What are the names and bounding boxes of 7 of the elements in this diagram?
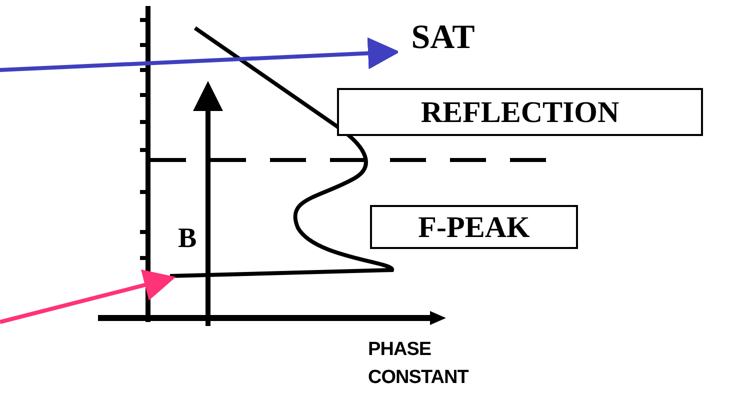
curve-drawing xyxy=(170,26,394,278)
label-box: F-PEAK xyxy=(370,205,578,249)
arrow xyxy=(0,37,400,72)
arrow xyxy=(0,269,176,324)
axis-label: PHASE CONSTANT xyxy=(368,338,470,390)
label-box: REFLECTION xyxy=(337,88,703,136)
axis-label: B xyxy=(178,222,198,256)
